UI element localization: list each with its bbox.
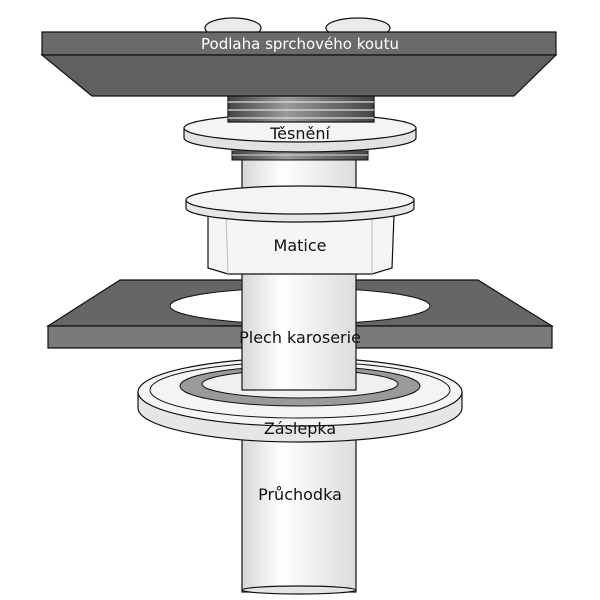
label-grommet: Průchodka [258, 485, 342, 504]
washer [185, 185, 415, 223]
label-body-panel: Plech karoserie [239, 328, 361, 347]
shower-floor-plate [40, 17, 558, 97]
grommet-tube [241, 419, 357, 595]
label-seal: Těsnění [269, 124, 330, 143]
label-cap: Záslepka [264, 419, 336, 438]
label-nut: Matice [274, 236, 327, 255]
label-shower-floor: Podlaha sprchového koutu [201, 35, 399, 53]
